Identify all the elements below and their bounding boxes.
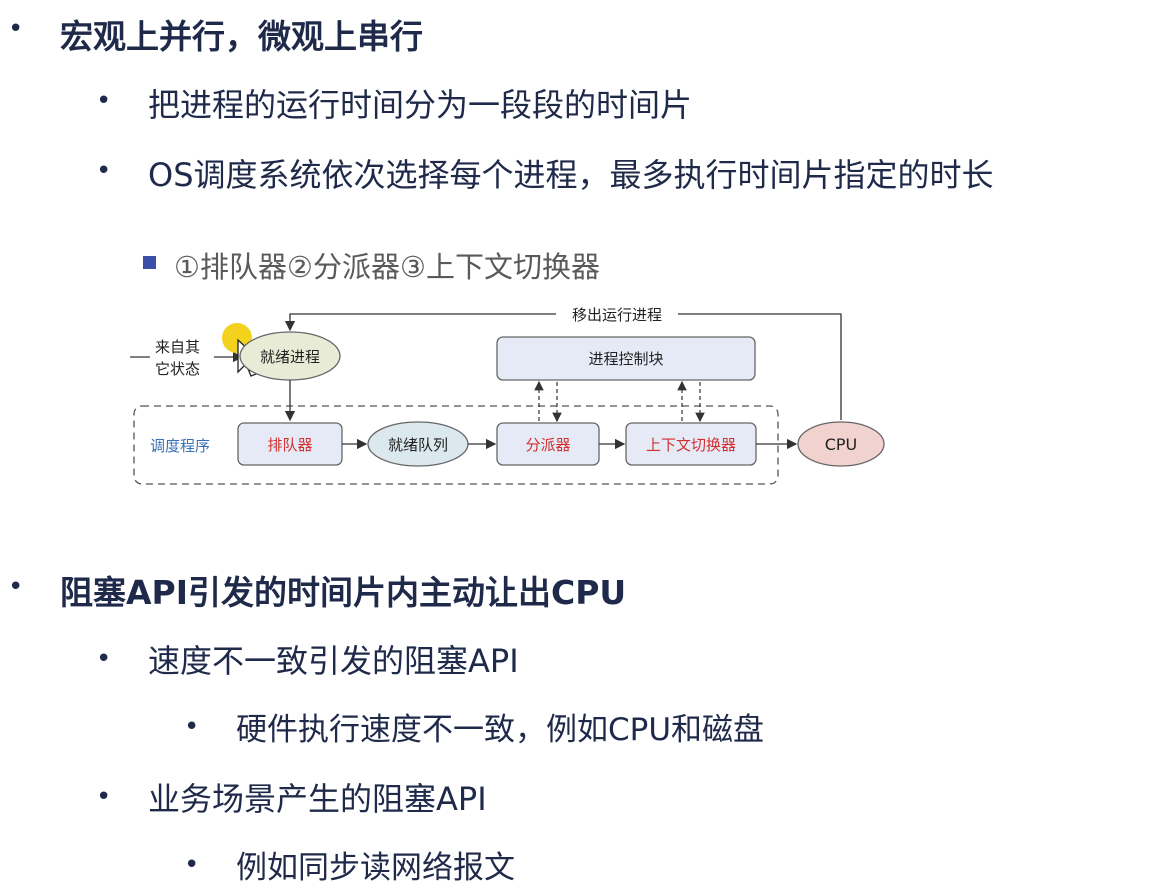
bullet-level2: •: [96, 86, 112, 116]
dispatcher-label: 分派器: [525, 436, 570, 454]
scheduler-container: [133, 405, 779, 485]
move-out-running-label: 移出运行进程: [572, 306, 662, 324]
pcb-node: [496, 336, 756, 381]
bullet-level3: •: [184, 712, 200, 742]
bullet-level2: •: [96, 156, 112, 186]
context-switcher-label: 上下文切换器: [646, 436, 736, 454]
heading-macro-parallel: 宏观上并行，微观上串行: [60, 17, 423, 56]
item-time-slice: 把进程的运行时间分为一段段的时间片: [148, 86, 693, 124]
bullet-level1: •: [8, 572, 24, 602]
item-sync-read-network: 例如同步读网络报文: [236, 850, 515, 886]
bullet-level2: •: [96, 644, 112, 674]
item-business-scenario: 业务场景产生的阻塞API: [148, 780, 487, 818]
item-hardware-speed: 硬件执行速度不一致，例如CPU和磁盘: [236, 712, 765, 748]
cpu-label: CPU: [825, 435, 858, 454]
from-other-state-label-2: 它状态: [155, 360, 200, 378]
pcb-label: 进程控制块: [588, 350, 663, 368]
square-bullet: [143, 256, 156, 269]
item-speed-mismatch: 速度不一致引发的阻塞API: [148, 642, 519, 680]
bullet-level3: •: [184, 850, 200, 880]
from-other-state-label-1: 来自其: [155, 338, 200, 356]
caption-components: ①排队器②分派器③上下文切换器: [174, 250, 600, 284]
scheduler-label: 调度程序: [150, 437, 210, 455]
bullet-level1: •: [8, 14, 24, 44]
item-os-scheduler: OS调度系统依次选择每个进程，最多执行时间片指定的时长: [148, 156, 994, 194]
bullet-level2: •: [96, 782, 112, 812]
cpu-node: [797, 421, 885, 467]
queuer-label: 排队器: [267, 436, 312, 454]
ready-queue-label: 就绪队列: [388, 436, 448, 454]
heading-blocking-api: 阻塞API引发的时间片内主动让出CPU: [60, 573, 627, 612]
ready-process-label: 就绪进程: [260, 348, 320, 366]
